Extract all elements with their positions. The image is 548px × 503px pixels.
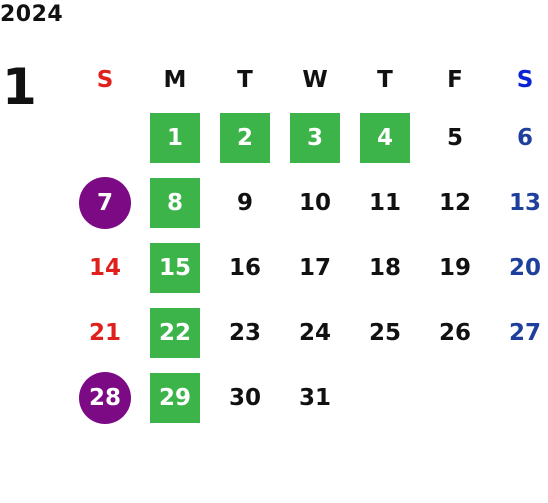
day-cell[interactable]: 28 [70, 365, 140, 430]
day-number: 12 [438, 189, 471, 216]
weekday-header-wed: W [302, 67, 328, 93]
highlight-circle: 28 [79, 371, 131, 424]
day-number: 26 [438, 319, 471, 346]
day-number: 14 [88, 254, 121, 281]
day-number: 24 [298, 319, 331, 346]
weekday-header-thu: T [377, 67, 393, 93]
day-cell[interactable]: 6 [490, 105, 548, 170]
weekday-header-tue: T [237, 67, 253, 93]
day-number: 25 [368, 319, 401, 346]
month-label: 1 [2, 58, 37, 116]
day-number: 7 [96, 189, 113, 216]
day-number: 15 [158, 254, 191, 281]
day-number: 27 [508, 319, 541, 346]
day-cell[interactable]: 3 [280, 105, 350, 170]
day-cell[interactable]: 21 [70, 300, 140, 365]
empty-day-cell [350, 365, 420, 430]
day-cell[interactable]: 29 [140, 365, 210, 430]
day-cell[interactable]: 24 [280, 300, 350, 365]
weekday-header-mon: M [163, 67, 187, 93]
empty-day-cell [70, 105, 140, 170]
day-cell[interactable]: 15 [140, 235, 210, 300]
day-number: 5 [446, 124, 463, 151]
highlight-box: 2 [220, 112, 270, 163]
day-number: 20 [508, 254, 541, 281]
weekday-header-sat: S [516, 67, 534, 93]
empty-day-cell [420, 365, 490, 430]
highlight-box: 4 [360, 112, 410, 163]
highlight-box: 1 [150, 112, 200, 163]
day-cell[interactable]: 14 [70, 235, 140, 300]
weekday-header-sun: S [96, 67, 114, 93]
day-number: 17 [298, 254, 331, 281]
day-cell[interactable]: 30 [210, 365, 280, 430]
day-cell[interactable]: 8 [140, 170, 210, 235]
day-number: 28 [88, 384, 121, 411]
day-cell[interactable]: 25 [350, 300, 420, 365]
day-cell[interactable]: 18 [350, 235, 420, 300]
day-number: 16 [228, 254, 261, 281]
highlight-box: 22 [150, 307, 200, 358]
day-number: 30 [228, 384, 261, 411]
day-number: 1 [166, 124, 183, 151]
day-cell[interactable]: 20 [490, 235, 548, 300]
day-number: 8 [166, 189, 183, 216]
year-label: 2024 [0, 2, 64, 27]
day-cell[interactable]: 13 [490, 170, 548, 235]
highlight-box: 29 [150, 372, 200, 423]
day-cell[interactable]: 16 [210, 235, 280, 300]
day-number: 29 [158, 384, 191, 411]
day-number: 21 [88, 319, 121, 346]
highlight-box: 8 [150, 177, 200, 228]
day-number: 2 [236, 124, 253, 151]
day-number: 23 [228, 319, 261, 346]
day-cell[interactable]: 17 [280, 235, 350, 300]
day-number: 3 [306, 124, 323, 151]
highlight-box: 3 [290, 112, 340, 163]
day-cell[interactable]: 1 [140, 105, 210, 170]
day-cell[interactable]: 19 [420, 235, 490, 300]
day-number: 13 [508, 189, 541, 216]
day-cell[interactable]: 9 [210, 170, 280, 235]
day-cell[interactable]: 31 [280, 365, 350, 430]
day-cell[interactable]: 4 [350, 105, 420, 170]
day-cell[interactable]: 10 [280, 170, 350, 235]
day-number: 10 [298, 189, 331, 216]
day-number: 11 [368, 189, 401, 216]
day-number: 6 [516, 124, 533, 151]
highlight-box: 15 [150, 242, 200, 293]
day-cell[interactable]: 12 [420, 170, 490, 235]
day-cell[interactable]: 11 [350, 170, 420, 235]
day-cell[interactable]: 23 [210, 300, 280, 365]
highlight-circle: 7 [79, 176, 131, 229]
day-cell[interactable]: 26 [420, 300, 490, 365]
day-cell[interactable]: 27 [490, 300, 548, 365]
day-cell[interactable]: 22 [140, 300, 210, 365]
day-cell[interactable]: 2 [210, 105, 280, 170]
weekday-header-fri: F [447, 67, 463, 93]
day-cell[interactable]: 7 [70, 170, 140, 235]
day-number: 31 [298, 384, 331, 411]
day-number: 18 [368, 254, 401, 281]
day-number: 9 [236, 189, 253, 216]
day-number: 22 [158, 319, 191, 346]
day-cell[interactable]: 5 [420, 105, 490, 170]
empty-day-cell [490, 365, 548, 430]
day-number: 4 [376, 124, 393, 151]
day-number: 19 [438, 254, 471, 281]
